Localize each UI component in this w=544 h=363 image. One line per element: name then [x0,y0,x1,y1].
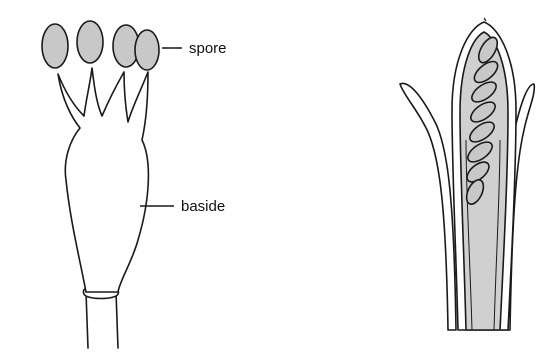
basidium-body [58,68,148,292]
ascus-tip-mark [484,18,486,21]
spore-2 [77,21,103,63]
spore-label: spore [189,40,227,57]
spore-1 [42,24,68,68]
ascus-figure [400,18,534,330]
basidium-figure: spore baside [42,21,227,348]
spore-4 [135,30,159,70]
baside-label: baside [181,198,225,215]
basidium-stalk [83,286,118,348]
paraphysis-left [400,83,456,330]
